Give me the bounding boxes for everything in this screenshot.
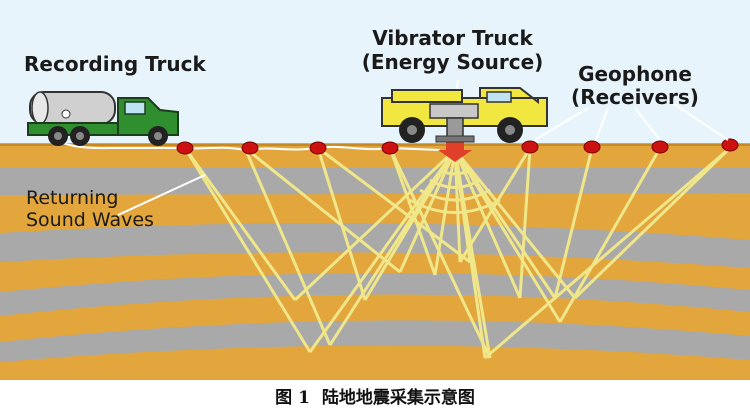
geophone-icon	[176, 141, 194, 155]
caption-text: 陆地地震采集示意图	[321, 388, 475, 408]
geophone-icon	[721, 138, 739, 152]
receivers-label: (Receivers)	[571, 85, 699, 109]
energy-arrow-icon	[438, 140, 472, 162]
recording-truck-label: Recording Truck	[24, 52, 206, 76]
geophone-icon	[241, 141, 259, 155]
geophone-icon	[381, 141, 399, 155]
diagram-canvas	[0, 0, 750, 380]
seismic-acquisition-diagram: Recording Truck Vibrator Truck (Energy S…	[0, 0, 750, 380]
layer-bottom-sand	[0, 345, 750, 380]
figure-number: 图 1	[275, 388, 310, 408]
geophone-label: Geophone	[578, 62, 692, 86]
geophone-icon	[583, 140, 601, 154]
sound-waves-label: Sound Waves	[26, 209, 154, 231]
figure-caption: 图 1 陆地地震采集示意图	[0, 383, 750, 408]
leader-lines	[117, 79, 729, 216]
geophone-icon	[309, 141, 327, 155]
layer-gray-2	[0, 223, 750, 268]
geophones	[176, 138, 739, 155]
vibrator-truck-icon	[381, 87, 548, 143]
geophone-icon	[521, 140, 539, 154]
geophone-icon	[651, 140, 669, 154]
recording-truck-icon	[27, 91, 179, 146]
energy-wavefronts	[409, 168, 501, 214]
layer-gray-1	[0, 168, 750, 195]
vibrator-truck-label: Vibrator Truck	[372, 26, 533, 50]
energy-source-label: (Energy Source)	[361, 50, 544, 74]
reflected-rays	[183, 146, 732, 360]
returning-label: Returning	[26, 187, 119, 209]
